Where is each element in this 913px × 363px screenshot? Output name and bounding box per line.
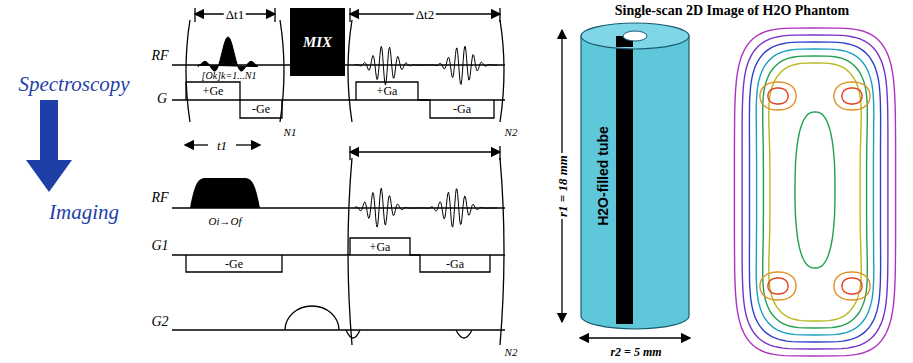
- gradient-label: -Ga: [446, 258, 464, 270]
- plot-title: Single-scan 2D Image of H2O Phantom: [615, 4, 850, 18]
- direction-arrow: [26, 100, 72, 192]
- loop-count: N1: [284, 127, 297, 138]
- interval-label: Δt2: [414, 7, 436, 22]
- channel-name: G1: [151, 239, 168, 253]
- interval-label: Δt1: [224, 7, 246, 22]
- gradient-label: +Ga: [370, 241, 391, 253]
- dimension-label: r2 = 5 mm: [608, 345, 663, 359]
- gradient-label: +Ge: [203, 85, 224, 97]
- offset-label: [Ok]k=1...N1: [202, 71, 257, 81]
- channel-name: G: [157, 92, 167, 106]
- gradient-label: -Ge: [225, 258, 243, 270]
- loop-count: N2: [505, 127, 518, 138]
- dimension-label: r1 = 18 mm: [555, 153, 570, 219]
- channel-name: RF: [151, 191, 168, 205]
- tube-label: H2O-filled tube: [595, 126, 611, 226]
- tube-phantom: H2O-filled tube: [580, 22, 690, 330]
- mix-block: MIX: [290, 8, 345, 76]
- gradient-label: -Ge: [252, 103, 270, 115]
- section-heading: Imaging: [49, 202, 119, 223]
- gradient-label: +Ga: [377, 85, 398, 97]
- section-heading: Spectroscopy: [18, 74, 129, 95]
- channel-name: G2: [151, 315, 168, 329]
- block-label: MIX: [303, 34, 332, 51]
- offset-label: Oi→Of: [209, 216, 242, 227]
- interval-label: t1: [217, 139, 227, 152]
- channel-name: RF: [151, 49, 168, 63]
- gradient-label: -Ga: [453, 103, 471, 115]
- loop-count: N2: [505, 347, 518, 358]
